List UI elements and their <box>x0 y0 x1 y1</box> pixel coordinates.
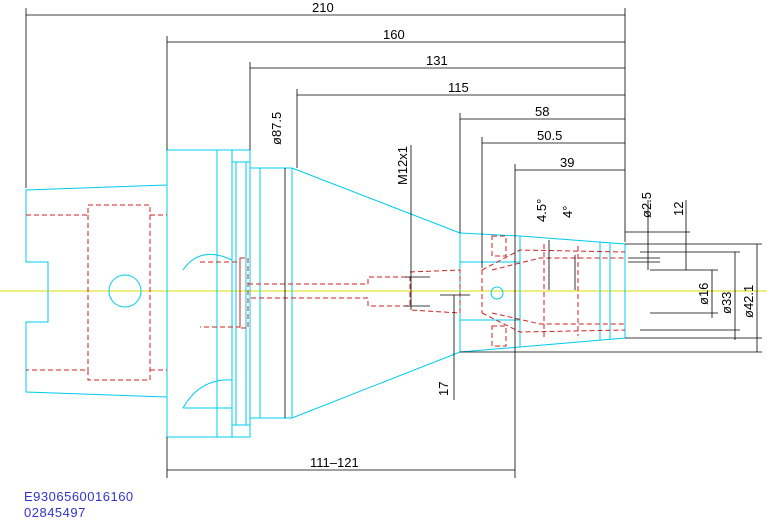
dim-dia-42-1: ø42.1 <box>741 285 756 318</box>
dim-12: 12 <box>671 202 686 216</box>
tool-holder-outline <box>25 149 626 438</box>
dim-39: 39 <box>560 155 574 170</box>
dim-dia-16: ø16 <box>696 283 711 305</box>
dimension-lines <box>25 8 762 478</box>
dim-angle-4-5: 4.5° <box>534 199 549 222</box>
dim-160: 160 <box>383 27 405 42</box>
hidden-lines <box>26 204 626 381</box>
dim-210: 210 <box>312 0 334 15</box>
dim-50-5: 50.5 <box>537 128 562 143</box>
dim-angle-4: 4° <box>560 206 575 218</box>
dim-thread: M12x1 <box>395 146 410 185</box>
dim-115: 115 <box>448 80 469 95</box>
dim-17: 17 <box>436 382 451 396</box>
detail-circles <box>108 274 504 308</box>
dim-111-121: 111–121 <box>310 455 359 470</box>
dimension-labels: 210 160 131 115 58 50.5 39 111–121 ø87.5… <box>269 0 756 470</box>
dim-dia-33: ø33 <box>719 292 734 314</box>
dim-131: 131 <box>426 53 448 68</box>
serial-code: 02845497 <box>24 505 86 520</box>
dim-dia-2-5: ø2.5 <box>639 192 654 218</box>
dim-58: 58 <box>535 104 549 119</box>
part-code: E9306560016160 <box>24 489 134 504</box>
dim-dia-87-5: ø87.5 <box>269 112 284 145</box>
